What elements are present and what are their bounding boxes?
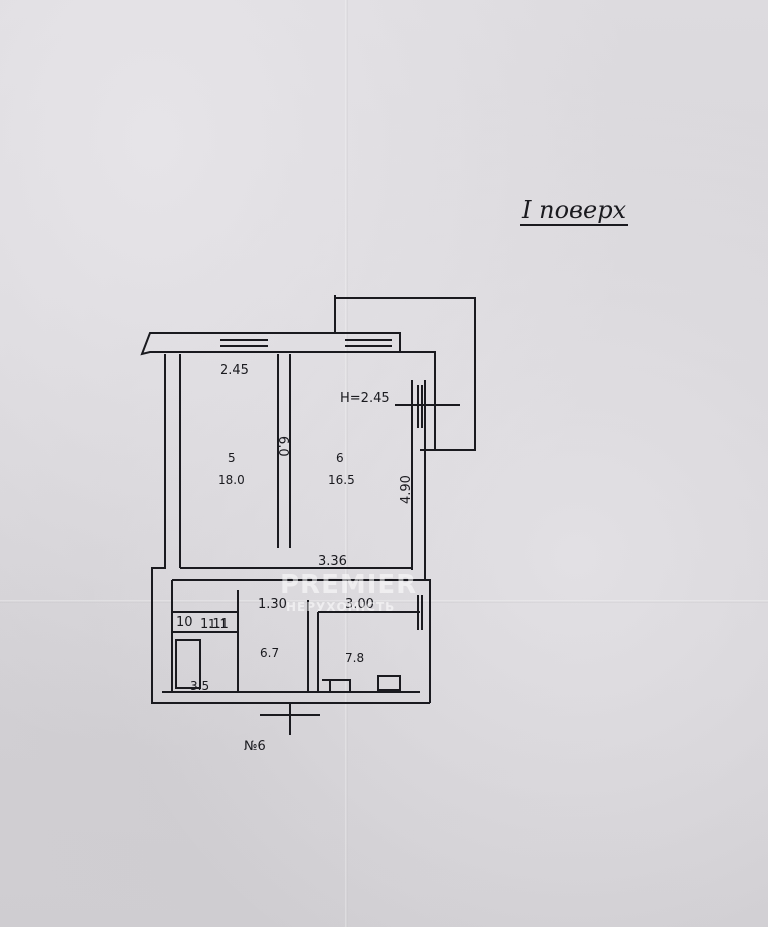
right-wall (411, 380, 431, 703)
paper-fold-horizontal (0, 600, 768, 603)
bathtub (175, 639, 201, 689)
dim-room5-width: 2.45 (220, 363, 249, 378)
plan-walls (140, 295, 476, 735)
dim-room6-depth: 4.90 (399, 475, 414, 504)
dim-small-width: 1.11 (200, 617, 229, 632)
floor-title: I поверх (520, 196, 629, 226)
annex-outline (334, 295, 476, 451)
watermark: PREMIER НЕРУХОМІСТЬ (280, 570, 417, 614)
watermark-brand: PREMIER (280, 570, 418, 600)
window-room6 (345, 339, 392, 347)
window-side (417, 385, 423, 428)
kitchen-wall (307, 600, 319, 692)
top-wall (140, 332, 401, 356)
watermark-subtitle: НЕРУХОМІСТЬ (286, 600, 396, 614)
dim-corridor-width: 1.30 (258, 597, 287, 612)
corridor-area: 6.7 (260, 646, 279, 660)
dim-kitchen-width: 3.00 (345, 597, 374, 612)
sanitary-partitions (171, 580, 239, 692)
dim-room5-depth: 6.0 (275, 436, 290, 457)
room-5-area: 18.0 (218, 473, 245, 487)
sink-mark (322, 679, 351, 692)
paper-fold-vertical (345, 0, 348, 927)
kitchen-area: 7.8 (345, 651, 364, 665)
bottom-wall (152, 691, 430, 704)
wc-label: 10 (176, 615, 193, 630)
room-partition (277, 354, 291, 548)
dim-room6-width: 3.36 (318, 554, 347, 569)
dim-height: H=2.45 (340, 391, 390, 406)
bathroom-area: 3.5 (190, 679, 209, 693)
window-room5 (220, 339, 268, 347)
middle-wall (172, 567, 425, 581)
entrance-mark (260, 703, 320, 735)
stove-mark (377, 675, 401, 691)
window-kitchen (417, 595, 423, 630)
left-outer-wall (151, 354, 166, 704)
room-6-number: 6 (336, 451, 344, 465)
room-5-number: 5 (228, 451, 236, 465)
entrance-label: №6 (244, 739, 266, 754)
room-6-area: 16.5 (328, 473, 355, 487)
wc-area: 1.1 (208, 617, 227, 631)
right-wall-top (400, 351, 436, 450)
